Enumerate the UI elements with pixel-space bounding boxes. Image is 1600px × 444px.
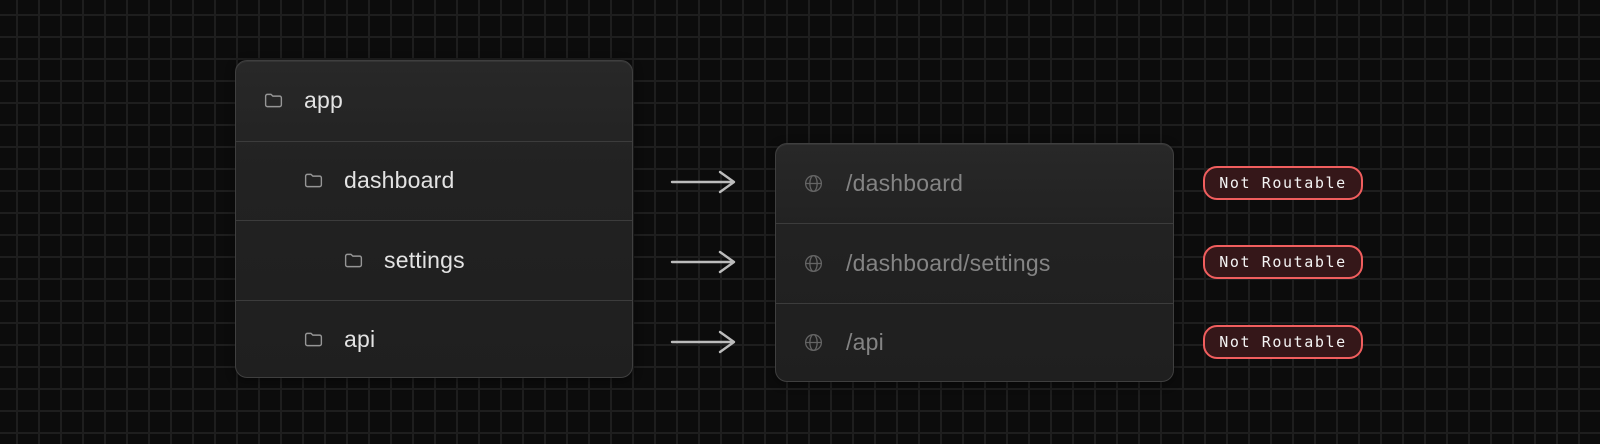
route-path: /api <box>846 329 884 356</box>
arrow-right-icon <box>670 169 738 200</box>
status-badge-not-routable: Not Routable <box>1203 166 1363 200</box>
arrow-right-icon <box>670 329 738 360</box>
tree-row-dashboard: dashboard <box>236 140 632 221</box>
tree-row-app: app <box>236 61 632 141</box>
route-path: /dashboard/settings <box>846 249 1051 276</box>
folder-icon <box>263 90 284 111</box>
tree-row-label: app <box>304 87 343 114</box>
folder-icon <box>303 329 324 350</box>
tree-row-api: api <box>236 299 632 378</box>
badge-label: Not Routable <box>1219 333 1347 351</box>
globe-icon <box>803 332 824 353</box>
folder-icon <box>303 170 324 191</box>
status-badge-not-routable: Not Routable <box>1203 245 1363 279</box>
status-badge-not-routable: Not Routable <box>1203 325 1363 359</box>
tree-row-label: dashboard <box>344 167 455 194</box>
route-path: /dashboard <box>846 170 964 197</box>
globe-icon <box>803 173 824 194</box>
file-tree-panel: app dashboard settings api <box>235 60 633 378</box>
route-row-dashboard-settings: /dashboard/settings <box>776 223 1173 302</box>
tree-row-label: settings <box>384 246 465 273</box>
badge-label: Not Routable <box>1219 253 1347 271</box>
arrow-right-icon <box>670 249 738 280</box>
tree-row-settings: settings <box>236 220 632 300</box>
folder-icon <box>343 250 364 271</box>
route-row-api: /api <box>776 302 1173 381</box>
route-row-dashboard: /dashboard <box>776 144 1173 223</box>
globe-icon <box>803 253 824 274</box>
badge-label: Not Routable <box>1219 174 1347 192</box>
tree-row-label: api <box>344 326 376 353</box>
routes-panel: /dashboard /dashboard/settings /api <box>775 143 1174 382</box>
